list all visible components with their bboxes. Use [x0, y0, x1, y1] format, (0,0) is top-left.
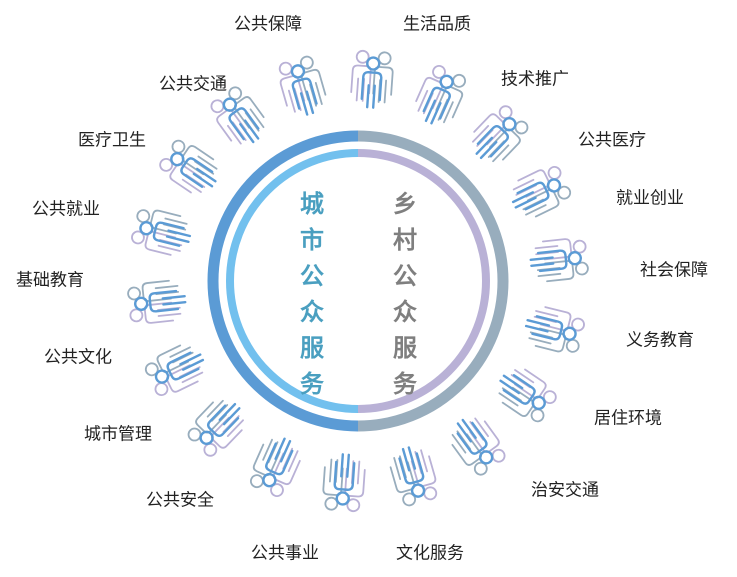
person-figure — [129, 301, 182, 324]
service-label: 治安交通 — [531, 480, 599, 501]
people-group-icon — [524, 306, 585, 353]
person-figure — [187, 399, 229, 442]
person-figure — [170, 151, 217, 188]
service-label: 生活品质 — [403, 14, 471, 35]
service-label: 义务教育 — [626, 330, 694, 351]
person-figure — [499, 374, 546, 411]
service-label: 社会保障 — [640, 260, 708, 281]
title-char: 公 — [300, 262, 324, 290]
people-group-icon — [451, 417, 506, 476]
people-group-icon — [350, 49, 394, 109]
person-figure — [136, 209, 188, 235]
person-figure — [487, 120, 529, 163]
person-figure — [262, 437, 294, 488]
person-figure — [290, 64, 318, 116]
person-figure — [154, 351, 205, 384]
people-group-icon — [529, 238, 589, 283]
people-group-icon — [389, 446, 438, 507]
person-figure — [475, 116, 517, 160]
urban-services-title: 城市公众服务 — [297, 186, 327, 402]
person-figure — [203, 415, 244, 457]
service-label: 文化服务 — [396, 543, 464, 564]
service-label: 城市管理 — [84, 424, 152, 445]
title-char: 乡 — [393, 190, 417, 218]
title-char: 服 — [393, 334, 417, 362]
urban-outer-arc — [207, 130, 359, 432]
title-char: 公 — [393, 262, 417, 290]
title-char: 服 — [300, 334, 324, 362]
people-group-icon — [249, 437, 301, 497]
title-char: 众 — [300, 298, 324, 326]
people-group-icon — [278, 55, 327, 116]
service-label: 公共文化 — [44, 347, 112, 368]
people-group-icon — [498, 368, 557, 423]
rural-services-title: 乡村公众服务 — [390, 186, 420, 402]
people-group-icon — [415, 65, 467, 125]
person-figure — [222, 97, 260, 144]
people-group-icon — [131, 209, 192, 256]
person-figure — [228, 86, 265, 132]
people-group-icon — [472, 105, 529, 163]
rural-outer-arc — [357, 130, 509, 432]
service-label: 就业创业 — [616, 188, 684, 209]
people-group-icon — [187, 399, 244, 457]
people-group-icon — [322, 453, 366, 513]
service-label: 公共交通 — [159, 74, 227, 95]
service-label: 技术推广 — [501, 69, 569, 90]
person-figure — [398, 446, 426, 498]
person-figure — [529, 249, 583, 273]
person-figure — [456, 418, 494, 465]
urban-inner-arc — [226, 149, 359, 413]
title-char: 城 — [300, 190, 324, 218]
person-figure — [360, 56, 383, 109]
title-char: 村 — [393, 226, 417, 254]
service-label: 居住环境 — [594, 408, 662, 429]
person-figure — [511, 178, 562, 211]
title-char: 众 — [393, 298, 417, 326]
service-label: 公共安全 — [146, 490, 214, 511]
service-label: 公共医疗 — [578, 130, 646, 151]
person-figure — [199, 402, 241, 446]
person-figure — [528, 327, 580, 353]
people-group-icon — [210, 86, 265, 145]
person-figure — [534, 238, 587, 261]
people-group-icon — [127, 279, 187, 324]
person-figure — [333, 453, 356, 506]
title-char: 务 — [300, 370, 324, 398]
people-group-icon — [511, 165, 572, 218]
people-group-icon — [159, 139, 218, 194]
service-label: 公共就业 — [32, 199, 100, 220]
person-figure — [139, 221, 192, 247]
person-figure — [133, 289, 187, 313]
person-figure — [422, 74, 454, 125]
rural-inner-arc — [357, 149, 490, 413]
title-char: 务 — [393, 370, 417, 398]
title-char: 市 — [300, 226, 324, 254]
person-figure — [451, 430, 488, 476]
service-label: 医疗卫生 — [78, 130, 146, 151]
service-label: 公共保障 — [234, 14, 302, 35]
people-group-icon — [144, 344, 205, 397]
service-label: 公共事业 — [251, 543, 319, 564]
person-figure — [524, 315, 577, 341]
person-figure — [472, 105, 513, 147]
service-label: 基础教育 — [16, 270, 84, 291]
